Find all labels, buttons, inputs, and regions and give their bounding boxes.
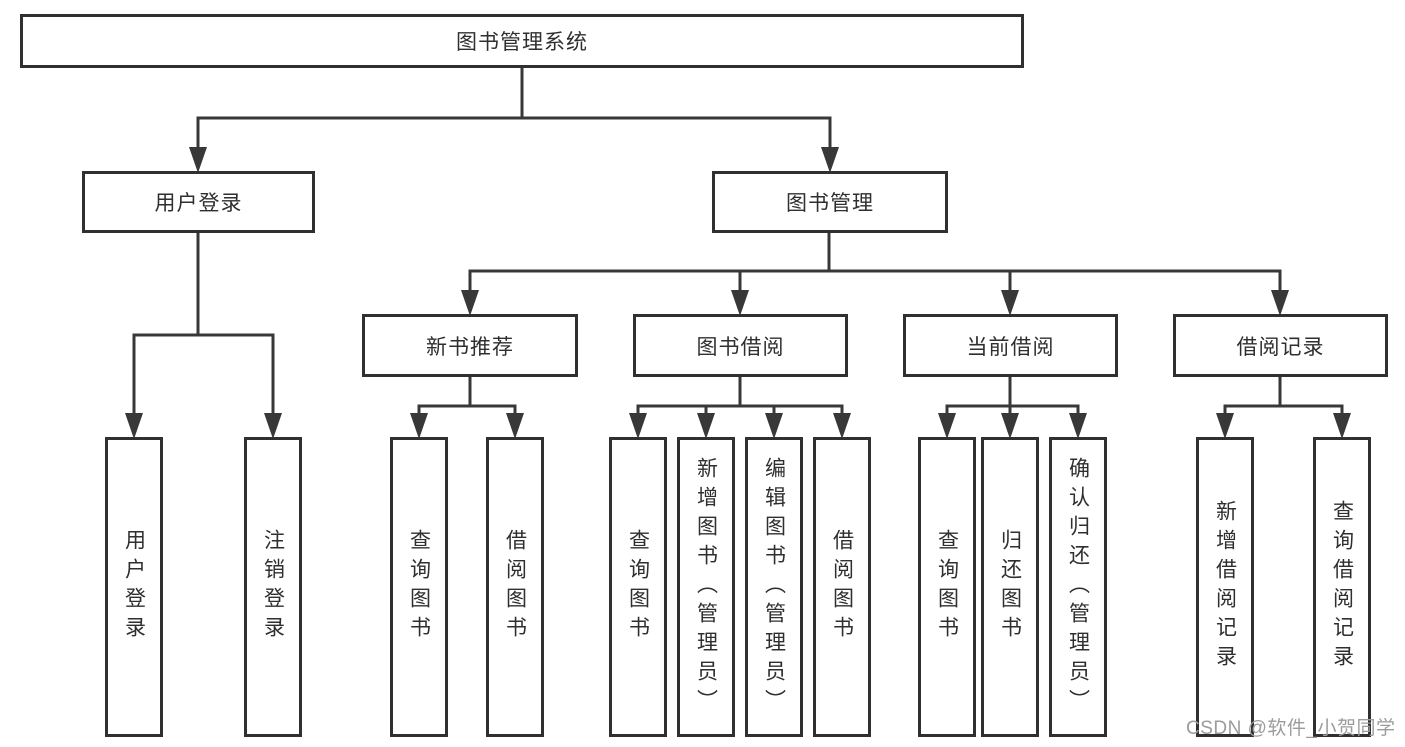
node-book-management: 图书管理 [712,171,948,233]
leaf-logout: 注销登录 [244,437,302,737]
leaf-add-books-admin: 新增图书（管理员） [677,437,735,737]
node-user-login: 用户登录 [82,171,315,233]
leaf-add-books-admin-label: 新增图书（管理员） [694,456,718,718]
leaf-borrow-books-label: 借阅图书 [830,529,854,645]
node-borrowing-records: 借阅记录 [1173,314,1388,377]
leaf-logout-label: 注销登录 [261,529,285,645]
watermark: CSDN @软件_小贺同学 [1186,718,1396,739]
leaf-add-borrow-record: 新增借阅记录 [1196,437,1254,737]
leaf-add-borrow-record-label: 新增借阅记录 [1213,500,1237,674]
leaf-user-login-label: 用户登录 [122,529,146,645]
leaf-edit-books-admin-label: 编辑图书（管理员） [762,456,786,718]
leaf-return-books: 归还图书 [981,437,1039,737]
node-root-label: 图书管理系统 [456,31,588,54]
node-book-borrowing: 图书借阅 [633,314,848,377]
leaf-borrow-books: 借阅图书 [813,437,871,737]
leaf-query-books-recommend: 查询图书 [390,437,448,737]
node-user-login-label: 用户登录 [154,192,243,215]
leaf-borrow-books-recommend-label: 借阅图书 [503,529,527,645]
node-root: 图书管理系统 [20,14,1024,68]
node-current-borrowing: 当前借阅 [903,314,1118,377]
node-borrowing-records-label: 借阅记录 [1236,335,1325,359]
leaf-query-books-current-label: 查询图书 [935,529,959,645]
node-new-book-recommend: 新书推荐 [362,314,578,377]
leaf-query-books-borrowing: 查询图书 [609,437,667,737]
node-book-management-label: 图书管理 [786,192,874,215]
leaf-query-books-current: 查询图书 [918,437,976,737]
leaf-edit-books-admin: 编辑图书（管理员） [745,437,803,737]
leaf-query-books-recommend-label: 查询图书 [407,529,431,645]
leaf-query-books-borrowing-label: 查询图书 [626,529,650,645]
leaf-query-borrow-record-label: 查询借阅记录 [1330,500,1354,674]
node-new-book-recommend-label: 新书推荐 [426,335,514,359]
leaf-borrow-books-recommend: 借阅图书 [486,437,544,737]
leaf-confirm-return-admin-label: 确认归还（管理员） [1066,456,1090,718]
node-book-borrowing-label: 图书借阅 [696,335,785,359]
leaf-user-login: 用户登录 [105,437,163,737]
leaf-return-books-label: 归还图书 [998,529,1022,645]
leaf-query-borrow-record: 查询借阅记录 [1313,437,1371,737]
node-current-borrowing-label: 当前借阅 [966,335,1055,359]
leaf-confirm-return-admin: 确认归还（管理员） [1049,437,1107,737]
